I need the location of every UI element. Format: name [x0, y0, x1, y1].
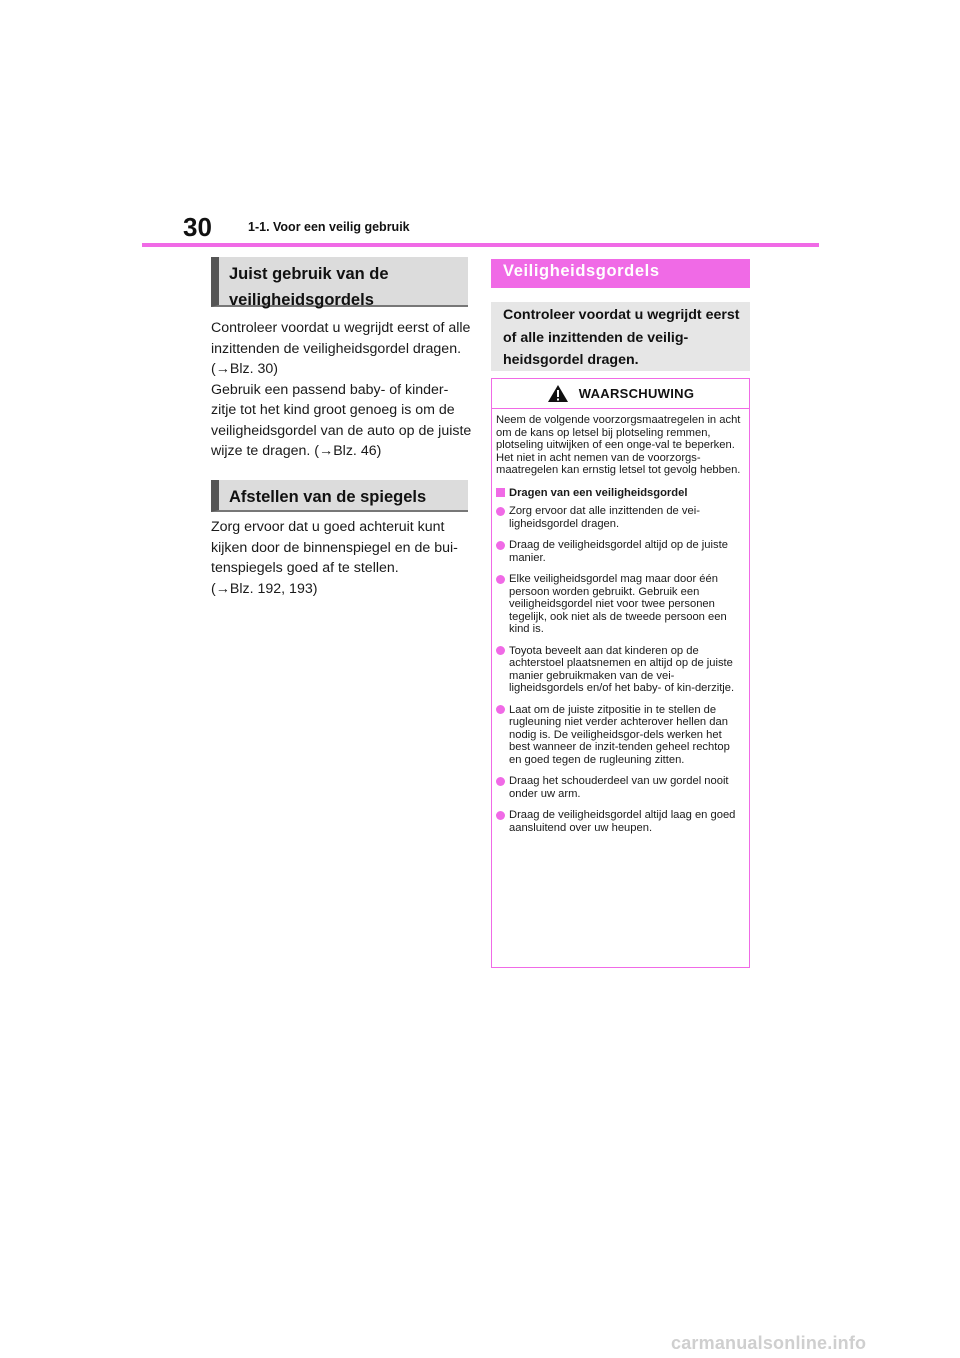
summary-box: Controleer voordat u wegrijdt eerst of a…: [491, 302, 750, 371]
warning-bullet-item: Toyota beveelt aan dat kinderen op de ac…: [496, 645, 741, 695]
warning-bullet-list: Zorg ervoor dat alle inzittenden de vei-…: [496, 505, 741, 834]
watermark: carmanualsonline.info: [671, 1333, 867, 1353]
warning-bullet-item: Zorg ervoor dat alle inzittenden de vei-…: [496, 505, 741, 530]
warning-bullet-text: Draag de veiligheidsgordel altijd laag e…: [509, 809, 736, 834]
warning-label: WAARSCHUWING: [578, 386, 695, 401]
round-bullet-icon: [496, 705, 505, 714]
header-rule: [142, 243, 819, 247]
warning-bullet-text: Draag de veiligheidsgordel altijd op de …: [509, 539, 728, 564]
round-bullet-icon: [496, 506, 505, 516]
paragraph-seatbelt-use: Controleer voordat u wegrijdt eerst of a…: [211, 318, 473, 462]
warning-subheading: Dragen van een veiligheidsgordel: [496, 487, 741, 500]
warning-header: WAARSCHUWING: [492, 379, 749, 409]
round-bullet-icon: [496, 574, 505, 584]
round-bullet-icon: [496, 540, 505, 550]
warning-bullet-item: Draag de veiligheidsgordel altijd laag e…: [496, 809, 741, 834]
seatbelts-section-header: Veiligheidsgordels: [491, 259, 750, 288]
section-title: 1-1. Voor een veilig gebruik: [248, 220, 410, 234]
warning-bullet-text: Elke veiligheidsgordel mag maar door één…: [509, 573, 727, 635]
heading-mirrors: Afstellen van de spiegels: [211, 480, 468, 512]
round-bullet-icon: [496, 646, 505, 655]
warning-bullet-item: Laat om de juiste zitpositie in te stell…: [496, 704, 741, 767]
warning-triangle-icon: [547, 385, 568, 402]
round-bullet-icon: [496, 776, 505, 786]
square-bullet-icon: [496, 487, 505, 497]
warning-bullet-text: Laat om de juiste zitpositie in te stell…: [509, 703, 730, 766]
warning-bullet-item: Elke veiligheidsgordel mag maar door één…: [496, 573, 741, 636]
warning-intro: Neem de volgende voorzorgsmaatregelen in…: [496, 414, 741, 476]
warning-bullet-text: Draag het schouderdeel van uw gordel noo…: [509, 775, 729, 800]
warning-bullet-text: Zorg ervoor dat alle inzittenden de vei-…: [509, 505, 700, 530]
paragraph-mirrors: Zorg ervoor dat u goed achteruit kunt ki…: [211, 517, 473, 599]
round-bullet-icon: [496, 810, 505, 820]
warning-body: Neem de volgende voorzorgsmaatregelen in…: [492, 409, 749, 834]
paragraph-seatbelt-use-text: Controleer voordat u wegrijdt eerst of a…: [211, 320, 472, 459]
warning-bullet-item: Draag het schouderdeel van uw gordel noo…: [496, 775, 741, 800]
warning-bullet-text: Toyota beveelt aan dat kinderen op de ac…: [509, 644, 735, 695]
warning-bullet-item: Draag de veiligheidsgordel altijd op de …: [496, 539, 741, 564]
heading-seatbelt-use: Juist gebruik van de veiligheidsgordels: [211, 257, 468, 309]
warning-box: WAARSCHUWING Neem de volgende voorzorgsm…: [491, 378, 750, 968]
page-number: 30: [183, 212, 212, 242]
paragraph-mirrors-text: Zorg ervoor dat u goed achteruit kunt ki…: [211, 519, 458, 597]
warning-subheading-text: Dragen van een veiligheidsgordel: [509, 486, 688, 499]
